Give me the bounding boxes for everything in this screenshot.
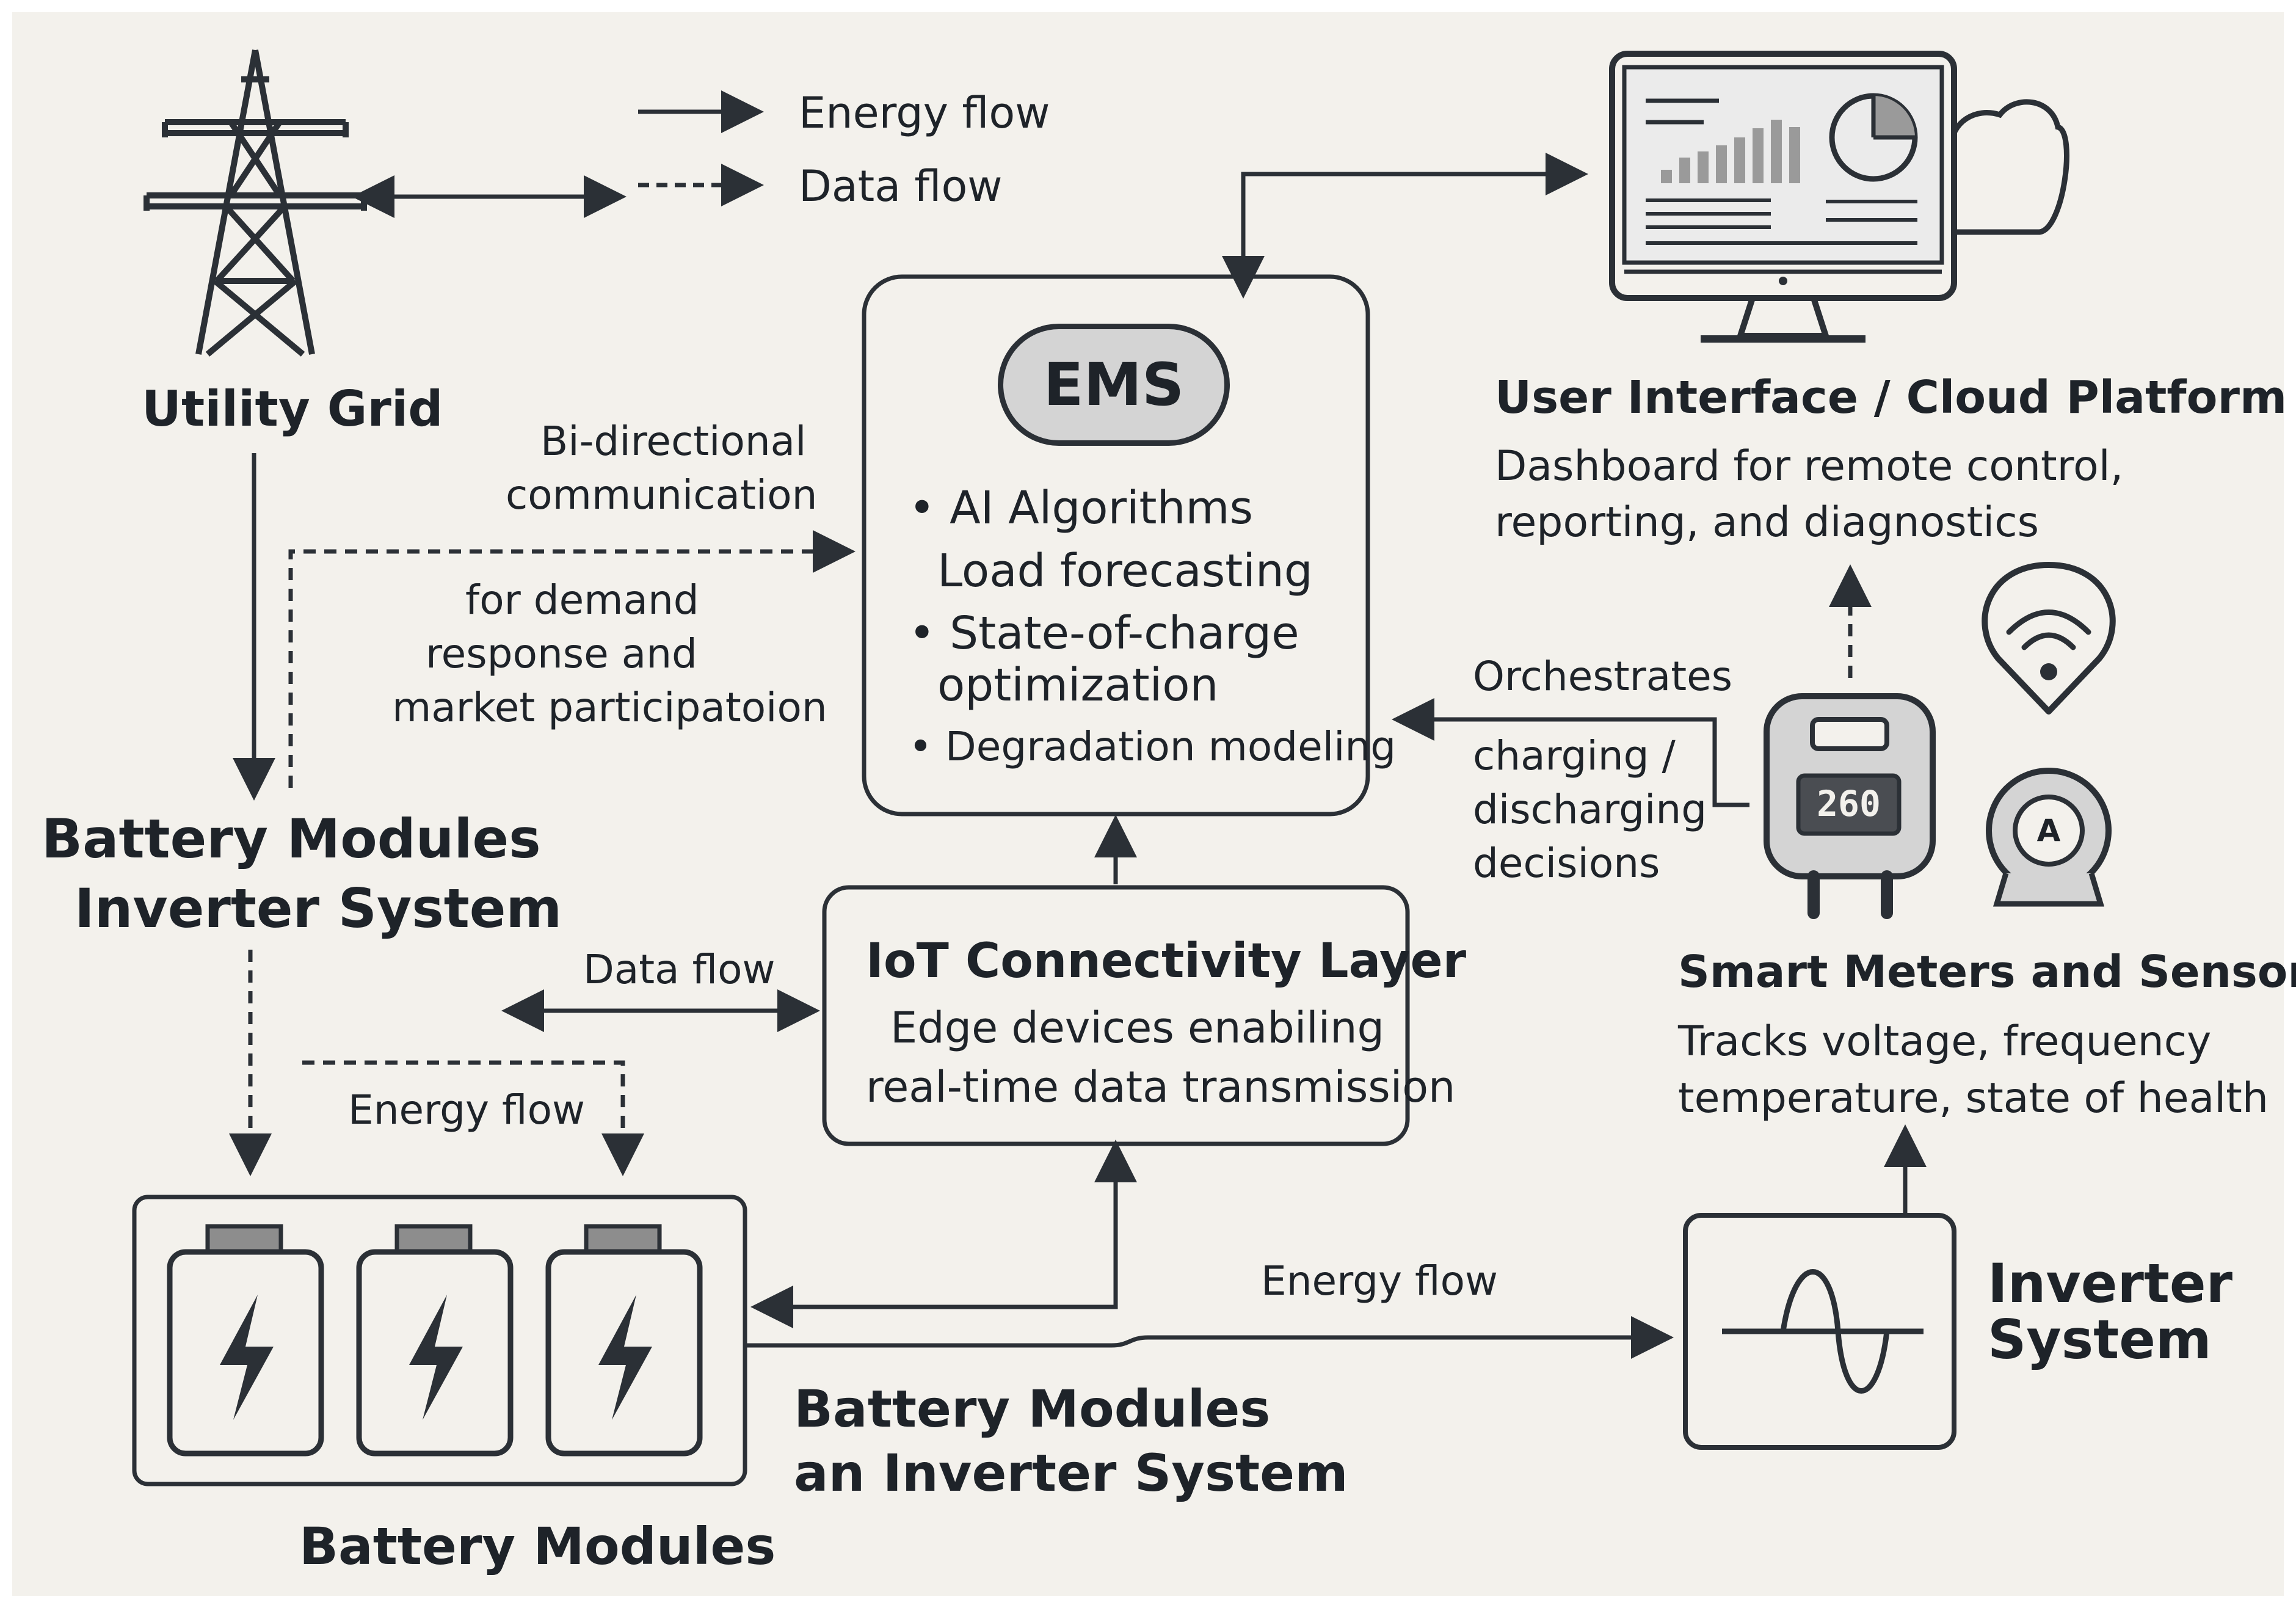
ems-box bbox=[862, 274, 1370, 817]
bottom-link-title-line1: Battery Modules bbox=[794, 1379, 1271, 1439]
wifi-location-pin-icon bbox=[1982, 562, 2116, 715]
grid-link-note-line2: communication bbox=[506, 471, 818, 518]
smart-meters-desc-line2: temperature, state of health bbox=[1678, 1074, 2269, 1122]
grid-link-note-line5: market participatoion bbox=[392, 684, 827, 731]
ems-title: EMS bbox=[998, 324, 1230, 446]
battery-modules-label: Battery Modules bbox=[299, 1516, 776, 1576]
ems-bullet-degradation: • Degradation modeling bbox=[909, 723, 1397, 770]
grid-data-link bbox=[288, 530, 856, 788]
orchestration-label-line3: discharging bbox=[1473, 786, 1707, 833]
iot-data-flow-label: Data flow bbox=[583, 946, 776, 993]
battery-cell-icon bbox=[545, 1224, 703, 1457]
ems-bullet-optimization: optimization bbox=[937, 659, 1219, 711]
battery-energy-flow-dashed bbox=[302, 1060, 644, 1176]
sensor-letter: A bbox=[2036, 813, 2061, 848]
orchestration-label-line1: Orchestrates bbox=[1473, 653, 1733, 700]
battery-cell-icon bbox=[167, 1224, 324, 1457]
legend-energy-label: Energy flow bbox=[799, 88, 1050, 138]
grid-link-note-line4: response and bbox=[426, 630, 697, 677]
battery-modules-box bbox=[132, 1195, 747, 1486]
left-block-title-line2: Inverter System bbox=[74, 877, 562, 940]
utility-grid-label: Utility Grid bbox=[142, 380, 443, 437]
cloud-platform-title: User Interface / Cloud Platform bbox=[1495, 371, 2287, 424]
grid-link-note-line1: Bi-directional bbox=[540, 418, 807, 465]
smart-meters-desc-line1: Tracks voltage, frequency bbox=[1678, 1017, 2212, 1066]
battery-inverter-energy-arrow bbox=[745, 1316, 1674, 1359]
iot-desc-line2: real-time data transmission bbox=[866, 1062, 1456, 1112]
cloud-platform-desc-line2: reporting, and diagnostics bbox=[1495, 498, 2040, 547]
meter-display-value: 260 bbox=[1817, 783, 1881, 824]
ems-bullet-ai-algorithms: • AI Algorithms bbox=[909, 482, 1254, 534]
sine-wave-icon bbox=[1722, 1269, 1924, 1394]
sensor-gauge-icon bbox=[1986, 768, 2112, 907]
inverter-title-line2: System bbox=[1988, 1308, 2212, 1371]
iot-title: IoT Connectivity Layer bbox=[866, 934, 1467, 989]
cloud-platform-desc-line1: Dashboard for remote control, bbox=[1495, 442, 2124, 490]
orchestration-label-line2: charging / bbox=[1473, 732, 1676, 779]
iot-desc-line1: Edge devices enabiling bbox=[890, 1003, 1384, 1053]
ems-cloud-link bbox=[1222, 153, 1588, 299]
cloud-monitor-icon bbox=[1609, 51, 2069, 343]
transmission-tower-icon bbox=[144, 49, 367, 357]
iot-battery-link bbox=[750, 1140, 1137, 1328]
orchestration-label-line4: decisions bbox=[1473, 840, 1660, 887]
ems-bullet-load-forecasting: Load forecasting bbox=[937, 545, 1313, 597]
bottom-link-title-line2: an Inverter System bbox=[794, 1443, 1348, 1503]
left-block-title-line1: Battery Modules bbox=[42, 807, 541, 870]
battery-energy-flow-label: Energy flow bbox=[348, 1086, 585, 1133]
ems-bullet-state-of-charge: • State-of-charge bbox=[909, 607, 1299, 660]
meter-ems-arrow bbox=[1392, 698, 1749, 807]
inverter-title-line1: Inverter bbox=[1988, 1252, 2232, 1315]
bottom-energy-flow-label: Energy flow bbox=[1261, 1257, 1498, 1304]
legend-data-label: Data flow bbox=[799, 161, 1003, 211]
battery-cell-icon bbox=[356, 1224, 514, 1457]
inverter-box bbox=[1683, 1213, 1956, 1450]
grid-link-note-line3: for demand bbox=[465, 577, 699, 624]
smart-meters-title: Smart Meters and Sensors bbox=[1678, 946, 2296, 997]
smart-meter-icon bbox=[1764, 693, 1936, 919]
